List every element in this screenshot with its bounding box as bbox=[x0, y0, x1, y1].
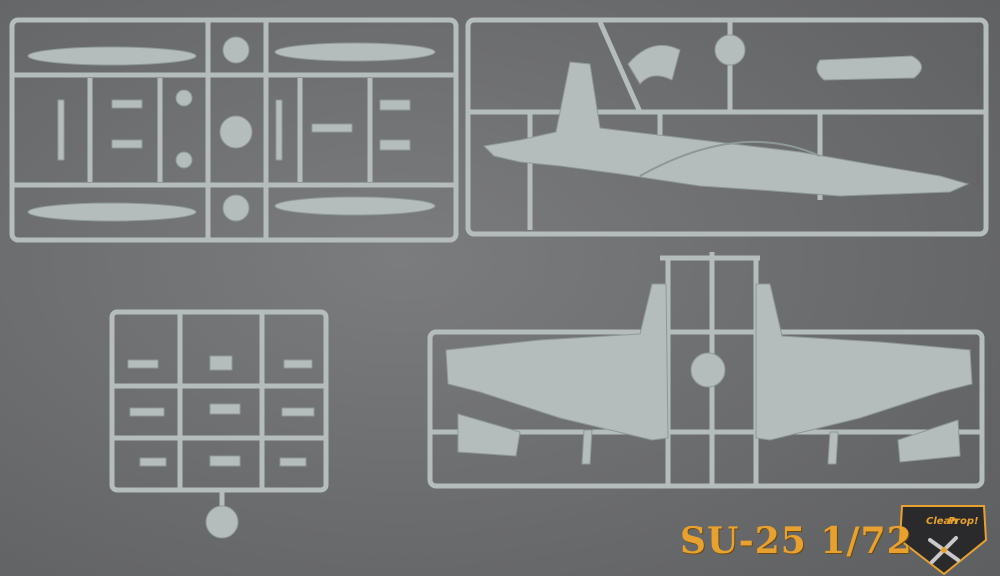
sprue-b-frame bbox=[465, 17, 989, 237]
strut-part bbox=[827, 431, 839, 465]
engine-nacelle-part bbox=[816, 55, 922, 81]
fuselage-detail-line bbox=[639, 141, 821, 177]
small-part bbox=[379, 139, 411, 151]
wheel-part bbox=[175, 89, 193, 107]
stabilizer-part bbox=[897, 419, 961, 463]
logo-line1: Clean bbox=[926, 516, 957, 527]
kit-title: SU-25 1/72 bbox=[680, 520, 913, 562]
small-part bbox=[57, 99, 65, 161]
logo: Clean Prop! bbox=[898, 505, 988, 576]
wheel-part bbox=[219, 115, 253, 149]
sprue-d-frame bbox=[427, 329, 985, 489]
drop-tank-part bbox=[274, 42, 436, 62]
stabilizer-part bbox=[457, 413, 521, 457]
small-part bbox=[209, 355, 233, 371]
small-part bbox=[139, 457, 167, 467]
sprue-a-frame bbox=[9, 17, 459, 243]
sprue-a bbox=[9, 17, 459, 243]
wheel-part bbox=[222, 36, 250, 64]
strut-part bbox=[581, 429, 593, 465]
drop-tank-part bbox=[274, 196, 436, 216]
sprue-c-parts bbox=[127, 355, 315, 539]
intake-part bbox=[627, 44, 681, 85]
logo-shield bbox=[898, 505, 988, 576]
wheel-part bbox=[175, 151, 193, 169]
drop-tank-part bbox=[27, 202, 197, 222]
small-part bbox=[281, 407, 315, 417]
small-part bbox=[283, 359, 313, 369]
sprue-b-parts bbox=[482, 34, 970, 197]
nose-cone-part bbox=[714, 34, 746, 66]
sprue-c-frame bbox=[109, 309, 329, 493]
propeller-icon bbox=[928, 536, 960, 564]
right-wing-part bbox=[755, 283, 973, 441]
left-wing-part bbox=[445, 283, 669, 441]
sprue-d-parts bbox=[445, 283, 973, 465]
small-part bbox=[209, 403, 241, 415]
sprue-b-runner bbox=[597, 20, 643, 114]
small-part bbox=[111, 139, 143, 149]
small-part bbox=[111, 99, 143, 109]
small-part bbox=[129, 407, 165, 417]
logo-line2: Prop! bbox=[948, 516, 979, 527]
small-part bbox=[379, 99, 411, 111]
small-part bbox=[311, 123, 353, 133]
radome-part bbox=[205, 505, 239, 539]
sprue-a-parts bbox=[27, 36, 436, 222]
fuselage-half-part bbox=[482, 61, 970, 197]
small-part bbox=[209, 455, 241, 467]
small-part bbox=[127, 359, 159, 369]
wheel-part bbox=[222, 194, 250, 222]
small-part bbox=[279, 457, 307, 467]
drop-tank-part bbox=[27, 46, 197, 66]
sprue-c bbox=[109, 309, 329, 510]
small-part bbox=[275, 99, 283, 161]
fairing-part bbox=[690, 352, 726, 388]
